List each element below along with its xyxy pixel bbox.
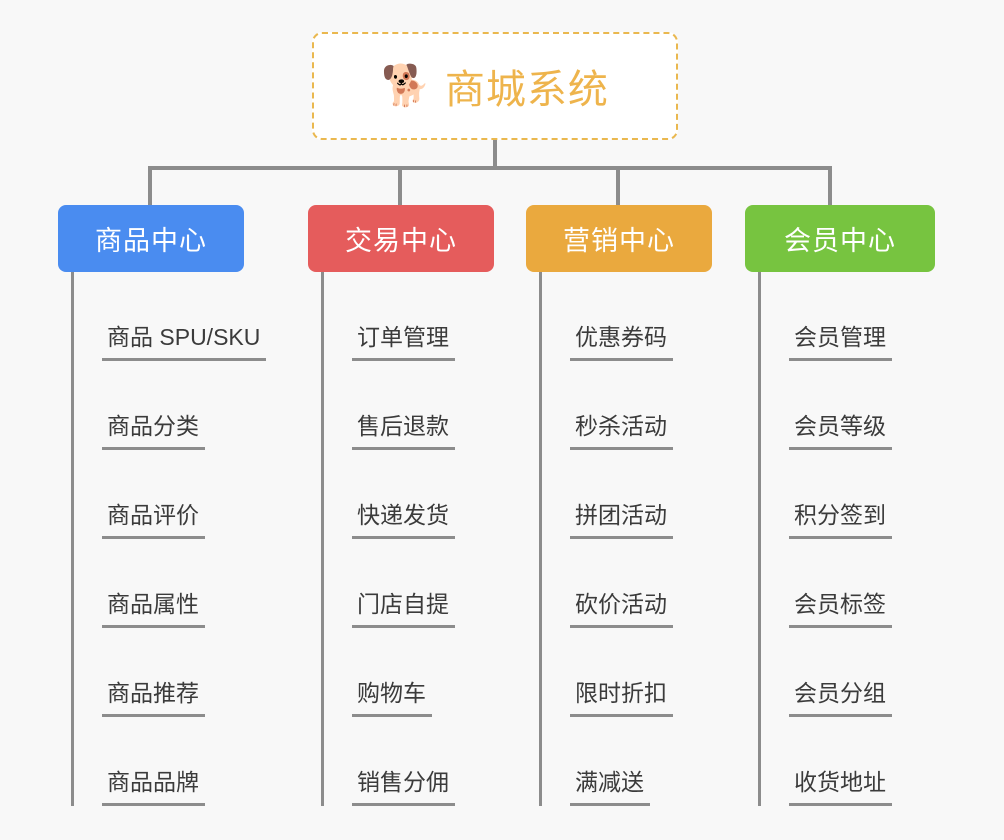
- leaf-item[interactable]: 会员分组: [761, 628, 960, 717]
- leaf-item[interactable]: 秒杀活动: [542, 361, 741, 450]
- leaf-list-product-center: 商品 SPU/SKU 商品分类 商品评价 商品属性 商品推荐 商品品牌: [71, 272, 308, 806]
- leaf-item[interactable]: 限时折扣: [542, 628, 741, 717]
- branch-label: 商品中心: [95, 226, 207, 256]
- leaf-label: 售后退款: [352, 407, 455, 450]
- connector-horizontal-bus: [148, 166, 832, 170]
- branch-header-product-center[interactable]: 商品中心: [58, 205, 244, 272]
- leaf-item[interactable]: 满减送: [542, 717, 741, 806]
- branch-label: 会员中心: [784, 226, 896, 256]
- leaf-item[interactable]: 会员标签: [761, 539, 960, 628]
- leaf-item[interactable]: 销售分佣: [324, 717, 523, 806]
- leaf-label: 会员分组: [789, 674, 892, 717]
- branch-header-marketing-center[interactable]: 营销中心: [526, 205, 712, 272]
- leaf-item[interactable]: 商品 SPU/SKU: [74, 272, 308, 361]
- leaf-label: 销售分佣: [352, 763, 455, 806]
- leaf-label: 会员标签: [789, 585, 892, 628]
- leaf-label: 商品推荐: [102, 674, 205, 717]
- leaf-item[interactable]: 拼团活动: [542, 450, 741, 539]
- leaf-item[interactable]: 快递发货: [324, 450, 523, 539]
- connector-root-vertical: [493, 140, 497, 168]
- leaf-item[interactable]: 收货地址: [761, 717, 960, 806]
- branch-product-center: 商品中心 商品 SPU/SKU 商品分类 商品评价 商品属性 商品推荐 商品品牌: [58, 205, 308, 806]
- leaf-label: 优惠券码: [570, 318, 673, 361]
- leaf-label: 门店自提: [352, 585, 455, 628]
- leaf-label: 商品 SPU/SKU: [102, 318, 267, 361]
- leaf-label: 满减送: [570, 763, 650, 806]
- leaf-label: 砍价活动: [570, 585, 673, 628]
- branch-header-member-center[interactable]: 会员中心: [745, 205, 935, 272]
- leaf-label: 购物车: [352, 674, 432, 717]
- leaf-item[interactable]: 会员等级: [761, 361, 960, 450]
- connector-drop-2: [398, 166, 402, 206]
- leaf-label: 商品品牌: [102, 763, 205, 806]
- leaf-item[interactable]: 商品属性: [74, 539, 308, 628]
- leaf-label: 秒杀活动: [570, 407, 673, 450]
- leaf-label: 积分签到: [789, 496, 892, 539]
- leaf-item[interactable]: 商品评价: [74, 450, 308, 539]
- leaf-label: 快递发货: [352, 496, 455, 539]
- leaf-label: 商品分类: [102, 407, 205, 450]
- branch-header-trade-center[interactable]: 交易中心: [308, 205, 494, 272]
- leaf-label: 商品属性: [102, 585, 205, 628]
- leaf-item[interactable]: 砍价活动: [542, 539, 741, 628]
- branch-member-center: 会员中心 会员管理 会员等级 积分签到 会员标签 会员分组 收货地址: [745, 205, 960, 806]
- leaf-item[interactable]: 购物车: [324, 628, 523, 717]
- leaf-item[interactable]: 积分签到: [761, 450, 960, 539]
- leaf-label: 拼团活动: [570, 496, 673, 539]
- leaf-item[interactable]: 会员管理: [761, 272, 960, 361]
- leaf-item[interactable]: 优惠券码: [542, 272, 741, 361]
- leaf-item[interactable]: 订单管理: [324, 272, 523, 361]
- connector-drop-3: [616, 166, 620, 206]
- leaf-item[interactable]: 门店自提: [324, 539, 523, 628]
- leaf-item[interactable]: 售后退款: [324, 361, 523, 450]
- leaf-label: 会员等级: [789, 407, 892, 450]
- shiba-dog-face-icon: 🐕: [381, 64, 431, 108]
- connector-drop-1: [148, 166, 152, 206]
- root-node[interactable]: 🐕 商城系统: [312, 32, 678, 140]
- leaf-list-member-center: 会员管理 会员等级 积分签到 会员标签 会员分组 收货地址: [758, 272, 960, 806]
- leaf-item[interactable]: 商品品牌: [74, 717, 308, 806]
- leaf-list-trade-center: 订单管理 售后退款 快递发货 门店自提 购物车 销售分佣: [321, 272, 523, 806]
- root-title: 商城系统: [444, 68, 609, 112]
- leaf-item[interactable]: 商品分类: [74, 361, 308, 450]
- branch-label: 营销中心: [563, 226, 675, 256]
- leaf-list-marketing-center: 优惠券码 秒杀活动 拼团活动 砍价活动 限时折扣 满减送: [539, 272, 741, 806]
- branch-trade-center: 交易中心 订单管理 售后退款 快递发货 门店自提 购物车 销售分佣: [308, 205, 523, 806]
- branch-label: 交易中心: [345, 226, 457, 256]
- branch-marketing-center: 营销中心 优惠券码 秒杀活动 拼团活动 砍价活动 限时折扣 满减送: [526, 205, 741, 806]
- leaf-label: 商品评价: [102, 496, 205, 539]
- leaf-item[interactable]: 商品推荐: [74, 628, 308, 717]
- connector-drop-4: [828, 166, 832, 206]
- leaf-label: 会员管理: [789, 318, 892, 361]
- leaf-label: 限时折扣: [570, 674, 673, 717]
- leaf-label: 收货地址: [789, 763, 892, 806]
- leaf-label: 订单管理: [352, 318, 455, 361]
